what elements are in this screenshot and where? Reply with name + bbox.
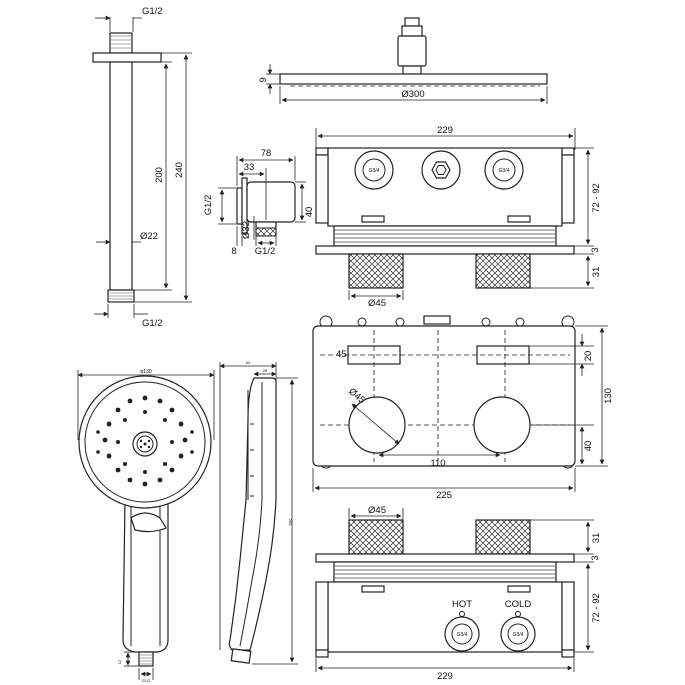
- valve-front-width-label: 225: [436, 490, 452, 501]
- rain-head-diameter-label: Ø300: [401, 89, 424, 100]
- arm-length-total-label: 240: [174, 162, 185, 178]
- valve-front-slot-width-label: 45: [336, 349, 347, 360]
- outlet-width-inner-label: 33: [244, 162, 255, 173]
- outlet-thread-left-label: G1/2: [203, 195, 214, 216]
- valve-hot-label: HOT: [452, 599, 472, 610]
- hand-nozzles: [96, 395, 194, 487]
- valve-front-view: 45 Ø45 110 20 130 40 225: [312, 315, 614, 501]
- valve-front-knob-right: [473, 396, 531, 454]
- valve-front-height-label: 130: [603, 388, 614, 404]
- arm-thread-bottom-label: G1/2: [142, 318, 163, 329]
- hand-handle: [122, 499, 169, 653]
- outlet-height-label: 40: [304, 207, 315, 218]
- valve-bottom-knob-depth-label: 31: [591, 533, 602, 544]
- hand-shower-front: ø130: [77, 369, 215, 683]
- shower-arm-drawing: G1/2 240 200 Ø22 G1/2: [92, 6, 192, 329]
- valve-top-width-label: 229: [437, 125, 453, 136]
- hand-thread-label: G1/2: [142, 678, 151, 683]
- hand-thread: [138, 651, 154, 667]
- valve-bottom-width-label: 229: [437, 671, 453, 682]
- hand-side-neck-label: 28: [263, 368, 268, 373]
- outlet-thread-bottom-label: G1/2: [255, 246, 276, 257]
- valve-top-knob-right: [475, 253, 531, 289]
- valve-bottom-port-hot-label: G3/4: [457, 632, 468, 638]
- arm-diameter-label: Ø22: [140, 231, 158, 242]
- valve-bottom-knob-diameter-label: Ø45: [368, 505, 386, 516]
- valve-bottom-knob-right: [475, 519, 531, 555]
- valve-cold-label: COLD: [505, 599, 532, 610]
- valve-top-knob-diameter-label: Ø45: [368, 298, 386, 309]
- valve-front-slot-height-label: 20: [583, 351, 594, 362]
- valve-bottom-view: Ø45 HOT COLD G3/4 G3/4 31 3 72 - 92: [315, 505, 602, 682]
- hand-face-diameter-label: ø130: [140, 369, 152, 375]
- arm-flange: [92, 52, 162, 63]
- rain-head-drawing: 9 Ø300: [258, 17, 548, 104]
- hand-side-thread: [230, 648, 252, 664]
- hand-side-body: [228, 377, 277, 651]
- wall-outlet-drawing: 78 33 40 G1/2 Ø32 8 G1/2: [203, 148, 315, 257]
- valve-bottom-port-cold-label: G3/4: [513, 632, 524, 638]
- valve-top-port-right-label: G3/4: [499, 168, 510, 174]
- valve-top-depth-label: 72 - 92: [591, 183, 602, 213]
- valve-top-knob-left: [348, 253, 404, 289]
- valve-top-knob-depth-label: 31: [591, 267, 602, 278]
- valve-bottom-plate: [315, 553, 575, 563]
- hand-side-depth-label: 64: [246, 360, 251, 365]
- arm-thread-top-label: G1/2: [142, 6, 163, 17]
- outlet-width-total-label: 78: [261, 148, 272, 159]
- valve-front-bottom-offset-label: 40: [583, 441, 594, 452]
- hand-length-label: 265: [288, 519, 293, 526]
- valve-front-knob-spacing-label: 110: [430, 458, 445, 469]
- hand-shower-side: 64 28 265: [219, 360, 298, 665]
- valve-top-port-left-label: G3/4: [369, 168, 380, 174]
- outlet-diameter-label: Ø32: [241, 221, 252, 239]
- valve-top-plate: [315, 245, 575, 255]
- valve-top-view: 229 G3/4 G3/4 Ø45 72 - 92 3: [315, 125, 602, 309]
- outlet-offset-label: 8: [231, 246, 236, 257]
- hand-thread-length-label: 12: [117, 659, 122, 664]
- arm-pipe: [109, 61, 133, 291]
- arm-length-pipe-label: 200: [154, 167, 165, 183]
- valve-bottom-knob-left: [348, 519, 404, 555]
- valve-bottom-plate-label: 3: [590, 555, 601, 560]
- rain-head-thickness-label: 9: [258, 77, 269, 82]
- valve-bottom-depth-label: 72 - 92: [591, 593, 602, 623]
- valve-top-plate-label: 3: [590, 247, 601, 252]
- rain-head-plate: [279, 73, 548, 85]
